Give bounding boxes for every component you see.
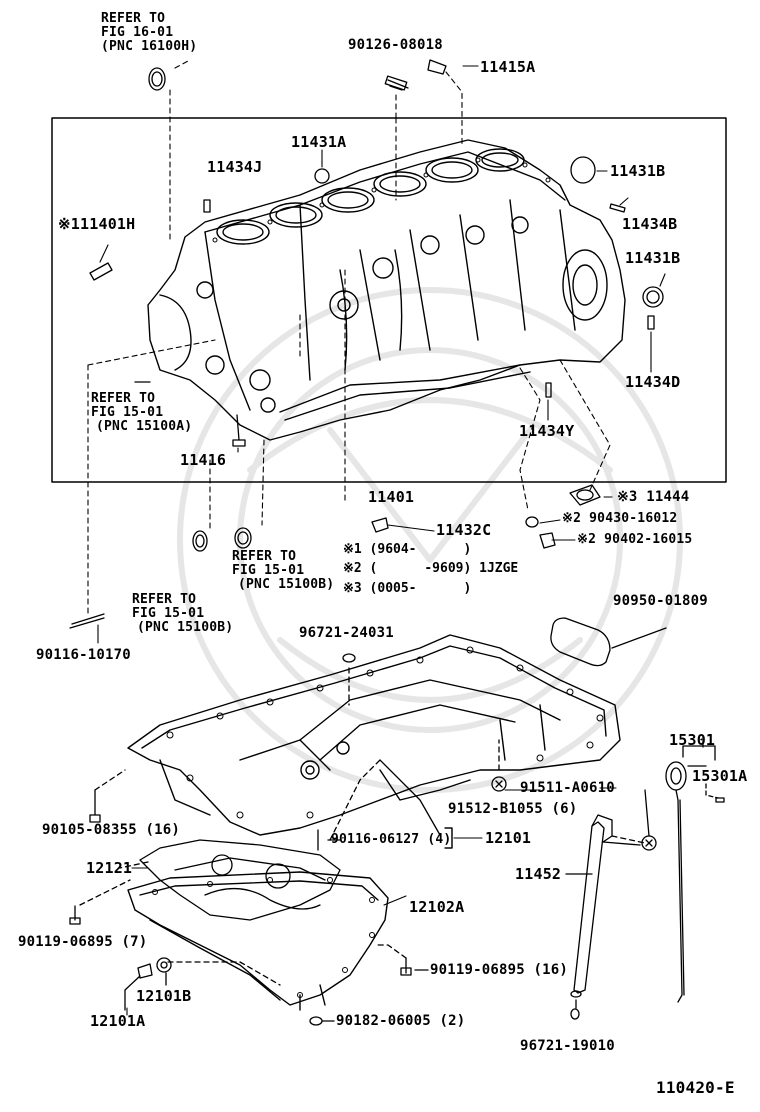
label-15301: 15301 [669,731,716,749]
label-11434Y: 11434Y [519,422,575,440]
label-11431B-top: 11431B [610,162,666,180]
oil-pan-upper-12101 [127,634,621,836]
engine-block-frame [51,117,727,483]
top-parts [148,59,447,91]
label-11444: ※3 11444 [617,489,690,505]
ref-fig15b1-line3: (PNC 15100B) [238,577,335,592]
label-91512-B1055: 91512-B1055 (6) [448,801,578,817]
label-12121: 12121 [86,859,133,877]
oil-level-gauge-15301 [665,736,725,1003]
label-12101: 12101 [485,829,532,847]
note-3: ※3 (0005- ) [343,581,472,596]
label-11401: 11401 [368,488,415,506]
label-11434D: 11434D [625,373,681,391]
label-11434J: 11434J [207,158,263,176]
label-96721-24031: 96721-24031 [299,625,394,641]
label-90116-06127: 90116-06127 (4) [331,832,452,847]
label-111401H: ※111401H [58,215,136,233]
label-12102A: 12102A [409,898,465,916]
note-2: ※2 ( -9609) 1JZGE [343,561,519,576]
oil-strainer-12121 [119,839,341,921]
label-11431B-mid: 11431B [625,249,681,267]
ref-fig15b2-line2: FIG 15-01 [132,606,205,621]
ref-fig15a-line1: REFER TO [91,391,156,406]
label-96721-19010: 96721-19010 [520,1038,615,1054]
label-90430-16012: ※2 90430-16012 [562,511,678,526]
group-bracket [444,827,453,849]
label-90116-10170: 90116-10170 [36,647,131,663]
label-12101A: 12101A [90,1012,146,1030]
ref-fig16-line1: REFER TO [101,11,166,26]
label-11432C: 11432C [436,521,492,539]
label-12101B: 12101B [136,987,192,1005]
ref-fig15b2-line1: REFER TO [132,592,197,607]
solid-leaders [97,65,666,644]
ref-fig16-line2: FIG 16-01 [101,25,174,40]
cylinder-block-11401 [147,139,626,441]
label-90950-01809: 90950-01809 [613,593,708,609]
label-90182-06005: 90182-06005 (2) [336,1013,466,1029]
figure-id: 110420-E [656,1078,735,1097]
ref-fig15a-line2: FIG 15-01 [91,405,164,420]
ref-fig16-line3: (PNC 16100H) [101,39,198,54]
label-11434B: 11434B [622,215,678,233]
label-90119-06895-7: 90119-06895 (7) [18,934,148,950]
o-rings [69,484,601,629]
ref-fig15b1-line2: FIG 15-01 [232,563,305,578]
label-15301A: 15301A [692,767,748,785]
label-90119-06895-16: 90119-06895 (16) [430,962,569,978]
oil-pan-lower-12102A [127,871,389,1011]
lower-pan-fasteners [69,879,429,1026]
label-90126-08018: 90126-08018 [348,37,443,53]
label-11452: 11452 [515,865,562,883]
pan-fasteners [89,617,667,851]
label-leaders [126,787,617,1016]
oil-level-gauge-guide-11452 [565,789,657,1020]
note-1: ※1 (9604- ) [343,542,472,557]
dashed-leaders [87,59,611,616]
label-90105-08355: 90105-08355 (16) [42,822,181,838]
label-90402-16015: ※2 90402-16015 [577,532,693,547]
ref-fig15b1-line1: REFER TO [232,549,297,564]
label-11415A: 11415A [480,58,536,76]
ref-fig15b2-line3: (PNC 15100B) [137,620,234,635]
ref-fig15a-line3: (PNC 15100A) [96,419,193,434]
label-91511-A0610: 91511-A0610 [520,780,615,796]
small-block-parts [89,156,664,447]
label-11431A: 11431A [291,133,347,151]
label-11416: 11416 [180,451,227,469]
